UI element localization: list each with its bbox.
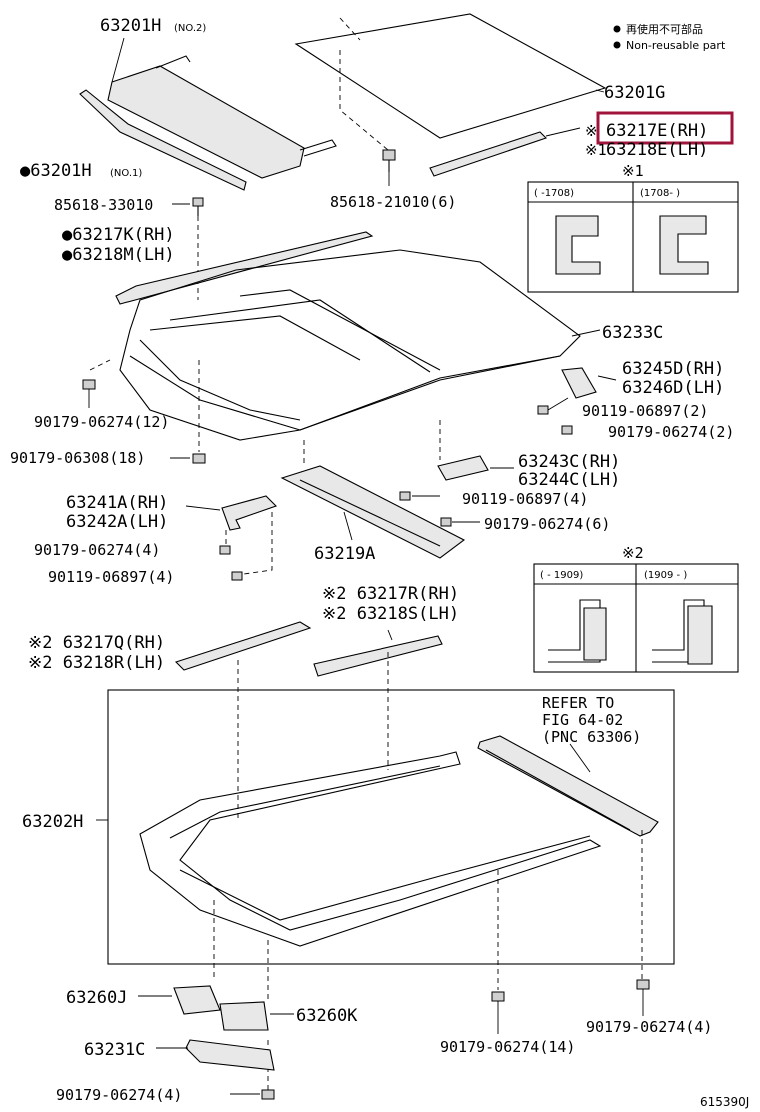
legend: 再使用不可部品 Non-reusable part <box>613 22 726 52</box>
legend-en: Non-reusable part <box>626 39 726 52</box>
label-90179-06274-12: 90179-06274(12) <box>34 413 169 431</box>
label-90179-06274-4b: 90179-06274(4) <box>56 1086 182 1104</box>
detail1-mark: ※1 <box>622 162 644 180</box>
label-63231C: 63231C <box>84 1040 145 1060</box>
bracket-drawing <box>185 1039 275 1071</box>
label-63218R: ※2 63218R(LH) <box>28 653 165 673</box>
label-63217Q: ※2 63217Q(RH) <box>28 633 165 653</box>
clip-drawing <box>82 359 206 464</box>
highlight-box <box>596 111 734 145</box>
label-63233C: 63233C <box>602 323 663 343</box>
label-90179-06274-2: 90179-06274(2) <box>608 423 734 441</box>
refer-line3: (PNC 63306) <box>542 728 641 746</box>
label-90179-06274-4c: 90179-06274(4) <box>586 1018 712 1036</box>
strip-drawing <box>174 621 443 820</box>
label-85618-33010: 85618-33010 <box>54 196 153 214</box>
legend-jp: 再使用不可部品 <box>626 22 703 36</box>
label-63243C: 63243C(RH) <box>518 452 620 472</box>
motor-drawing <box>138 985 294 1031</box>
label-63202H: 63202H <box>22 812 83 832</box>
label-90119-06897-4a: 90119-06897(4) <box>462 490 588 508</box>
frame-assembly-drawing <box>139 735 659 947</box>
leader-line <box>545 127 581 137</box>
label-85618-21010: 85618-21010(6) <box>330 193 456 211</box>
label-63244C: 63244C(LH) <box>518 470 620 490</box>
label-63241A: 63241A(RH) <box>66 493 168 513</box>
label-63201G: 63201G <box>604 83 665 103</box>
detail2-left-range: ( - 1909) <box>540 570 583 581</box>
detail-box-1: ※1 ( -1708) (1708- ) <box>527 162 739 293</box>
part-labels: 63201H (NO.2) 63201G ※ 63217E(RH) ※1 632… <box>10 16 749 1109</box>
label-63260K: 63260K <box>296 1006 358 1026</box>
label-90119-06897-2: 90119-06897(2) <box>582 402 708 420</box>
clip-drawing <box>230 979 650 1100</box>
weatherstrip-drawing <box>429 131 548 177</box>
mark-s1-b: ※1 <box>585 141 607 159</box>
label-63217E: 63217E(RH) <box>606 121 708 141</box>
detail-box-2: ※2 ( - 1909) (1909 - ) <box>533 544 739 673</box>
deflector-drawing <box>79 37 337 191</box>
label-no2: (NO.2) <box>174 23 206 34</box>
bolt-drawing <box>339 50 396 186</box>
label-63201H-no2: 63201H <box>100 16 161 36</box>
label-63245D: 63245D(RH) <box>622 359 724 379</box>
glass-panel-drawing <box>294 13 607 139</box>
label-63219A: 63219A <box>314 544 375 564</box>
label-no1: (NO.1) <box>110 168 142 179</box>
bullet-icon <box>613 25 621 33</box>
dash-leaders <box>213 830 643 1090</box>
label-63242A: 63242A(LH) <box>66 512 168 532</box>
bracket-drawing <box>537 367 617 435</box>
detail1-left-range: ( -1708) <box>534 188 574 199</box>
label-63218E: 63218E(LH) <box>606 140 708 160</box>
figure-id: 615390J <box>700 1095 749 1109</box>
frame-box <box>107 689 675 965</box>
label-90179-06274-4a: 90179-06274(4) <box>34 541 160 559</box>
label-63201H-no1: ●63201H <box>20 161 92 181</box>
label-63217R: ※2 63217R(RH) <box>322 584 459 604</box>
sunroof-housing-drawing <box>115 231 601 441</box>
label-63246D: 63246D(LH) <box>622 378 724 398</box>
label-63218S: ※2 63218S(LH) <box>322 604 459 624</box>
label-90179-06308-18: 90179-06308(18) <box>10 449 145 467</box>
refer-line1: REFER TO <box>542 694 614 712</box>
refer-line2: FIG 64-02 <box>542 711 623 729</box>
detail1-right-range: (1708- ) <box>640 188 680 199</box>
detail2-mark: ※2 <box>622 544 644 562</box>
label-63218M: ●63218M(LH) <box>62 245 175 265</box>
bolt-drawing <box>172 197 204 300</box>
label-63260J: 63260J <box>66 988 127 1008</box>
label-90179-06274-6: 90179-06274(6) <box>484 515 610 533</box>
bracket-drawing <box>185 495 278 581</box>
label-63217K: ●63217K(RH) <box>62 225 175 245</box>
wind-deflector-drawing <box>280 440 466 559</box>
bracket-drawing <box>399 420 514 527</box>
detail2-right-range: (1909 - ) <box>644 570 687 581</box>
label-90179-06274-14: 90179-06274(14) <box>440 1038 575 1056</box>
label-90119-06897-4b: 90119-06897(4) <box>48 568 174 586</box>
bullet-icon <box>613 41 621 49</box>
mark-s1-a: ※ <box>585 122 598 140</box>
